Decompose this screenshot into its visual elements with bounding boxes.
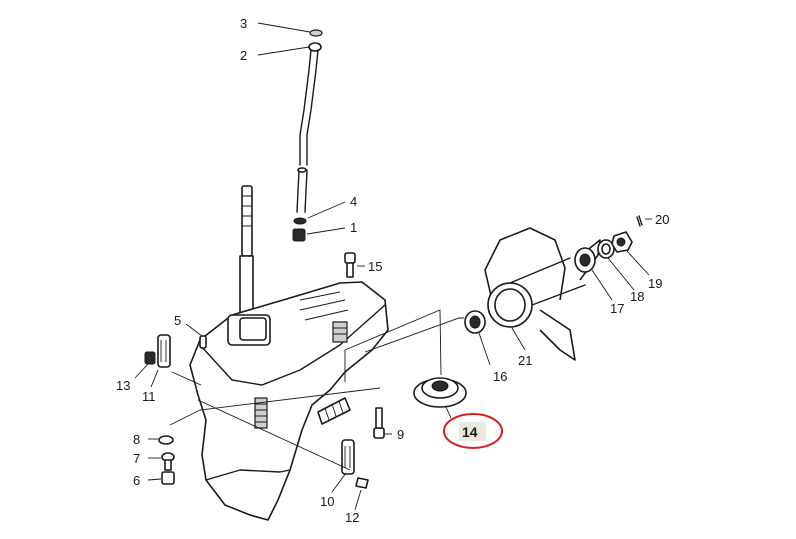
label-10: 10 [320,494,334,509]
label-3: 3 [240,16,247,31]
label-5: 5 [174,313,181,328]
label-1: 1 [350,220,357,235]
label-9: 9 [397,427,404,442]
label-16: 16 [493,369,507,384]
thrust-washer-16 [464,310,486,334]
spacer-17 [574,247,596,273]
label-7: 7 [133,451,140,466]
label-13: 13 [116,378,130,393]
propeller-shaft [317,397,351,425]
bolt-12 [355,477,369,489]
anode-11 [157,334,171,368]
label-6: 6 [133,473,140,488]
gear-case-housing [189,281,389,521]
label-2: 2 [240,48,247,63]
leader-lines [134,22,652,511]
bolt-13 [144,351,156,365]
screw-7 [161,452,175,471]
label-21: 21 [518,353,532,368]
highlight-label-box [459,422,486,441]
part-labels: 3 2 4 1 15 5 13 11 8 7 6 9 10 12 16 14 2… [116,16,669,525]
label-12: 12 [345,510,359,525]
bolt-15 [344,252,356,278]
highlight-part-14[interactable] [443,413,503,449]
washer-8 [158,435,174,445]
label-18: 18 [630,289,644,304]
label-4: 4 [350,194,357,209]
part-14-drawing [413,377,467,408]
bolt-9 [373,407,385,439]
highlight-ring [443,413,503,449]
label-14: 14 [462,424,478,440]
trim-tab-10 [341,439,355,475]
label-8: 8 [133,432,140,447]
label-20: 20 [655,212,669,227]
washer-18 [597,239,615,259]
shift-rod [292,29,323,242]
label-15: 15 [368,259,382,274]
nut-19 [611,231,633,253]
label-17: 17 [610,301,624,316]
cotter-pin-20 [636,215,643,227]
drive-shaft [239,185,254,322]
pin-5 [199,335,207,349]
bolt-6 [161,471,175,485]
label-19: 19 [648,276,662,291]
label-11: 11 [142,389,156,404]
